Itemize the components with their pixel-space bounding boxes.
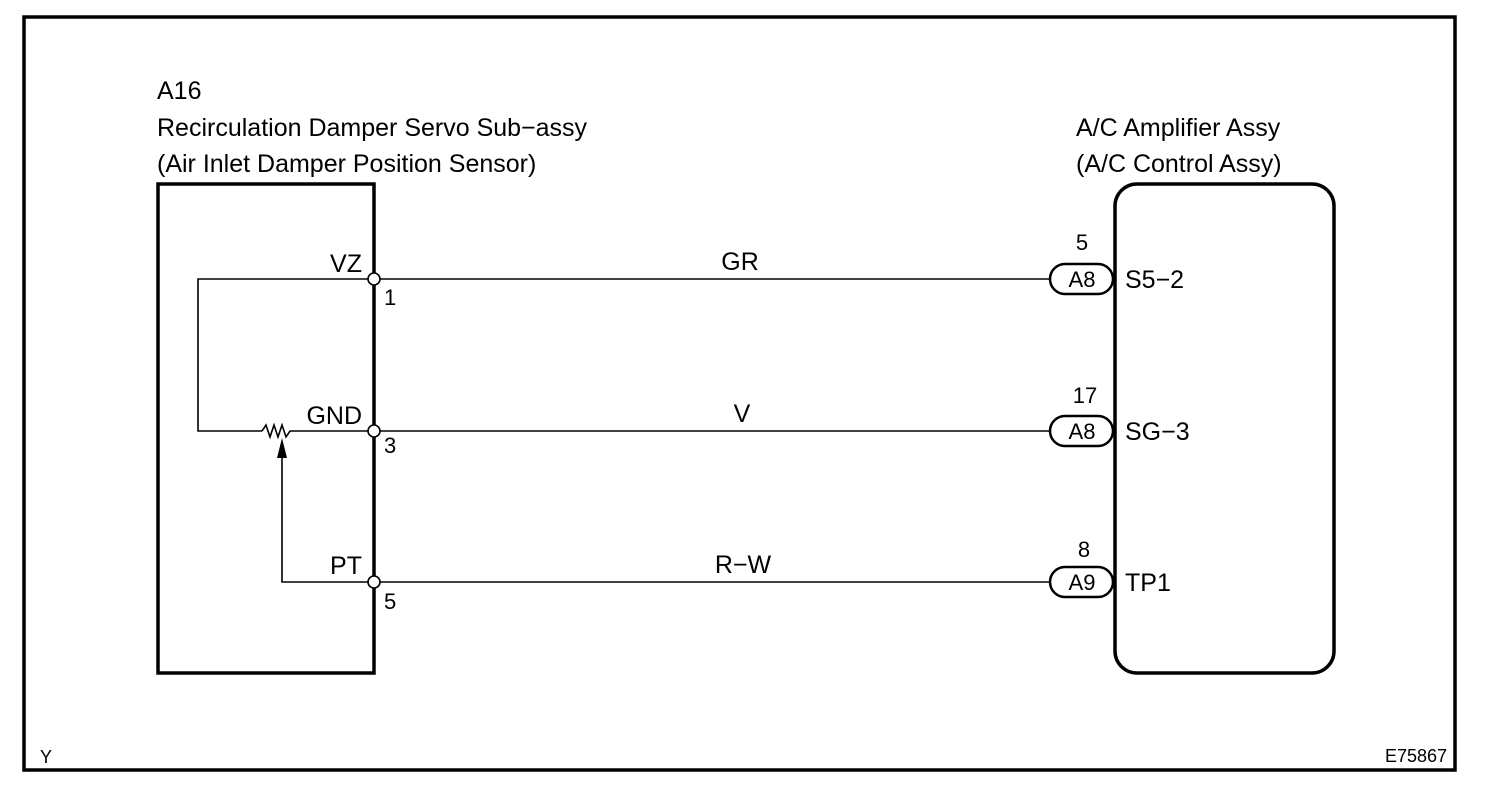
diagram-frame [22,15,1457,772]
terminal-label-pt: PT [330,552,362,580]
connector-code-a9-8: A9 [1069,570,1096,595]
connector-pin-5: 5 [1076,230,1088,255]
terminal-circle-3 [367,424,381,438]
terminal-pin-5: 5 [384,589,396,614]
connector-pill-a8-5 [1048,262,1115,296]
resistor-symbol [261,422,370,440]
connector-pin-8: 8 [1078,537,1090,562]
amplifier-box [1113,182,1336,675]
connector-pill-a9-8 [1048,565,1115,599]
wire-color-rw: R−W [715,551,772,579]
corner-code-left: Y [40,747,52,767]
terminal-pin-1: 1 [384,285,396,310]
terminal-label-gnd: GND [306,402,362,430]
terminal-circle-1 [367,272,381,286]
wire-color-gr: GR [721,248,759,276]
wiper-arrow-icon [277,438,287,458]
terminal-circle-5 [367,575,381,589]
amp-terminal-s5-2: S5−2 [1125,266,1184,294]
internal-loop-wire [197,278,374,432]
wire-color-v: V [734,400,751,428]
wiper-wire [281,456,374,583]
connector-pill-a8-17 [1048,414,1115,448]
sensor-name: Recirculation Damper Servo Sub−assy [157,114,588,142]
amplifier-subtitle: (A/C Control Assy) [1076,150,1282,178]
corner-code-right: E75867 [1385,746,1447,766]
sensor-subtitle: (Air Inlet Damper Position Sensor) [157,150,536,178]
amp-terminal-tp1: TP1 [1125,569,1171,597]
amp-terminal-sg-3: SG−3 [1125,418,1190,446]
amplifier-name: A/C Amplifier Assy [1076,114,1281,142]
terminal-pin-3: 3 [384,433,396,458]
sensor-code: A16 [157,77,201,105]
connector-pin-17: 17 [1073,383,1097,408]
terminal-label-vz: VZ [330,250,362,278]
connector-code-a8-17: A8 [1069,419,1096,444]
connector-code-a8-5: A8 [1069,267,1096,292]
